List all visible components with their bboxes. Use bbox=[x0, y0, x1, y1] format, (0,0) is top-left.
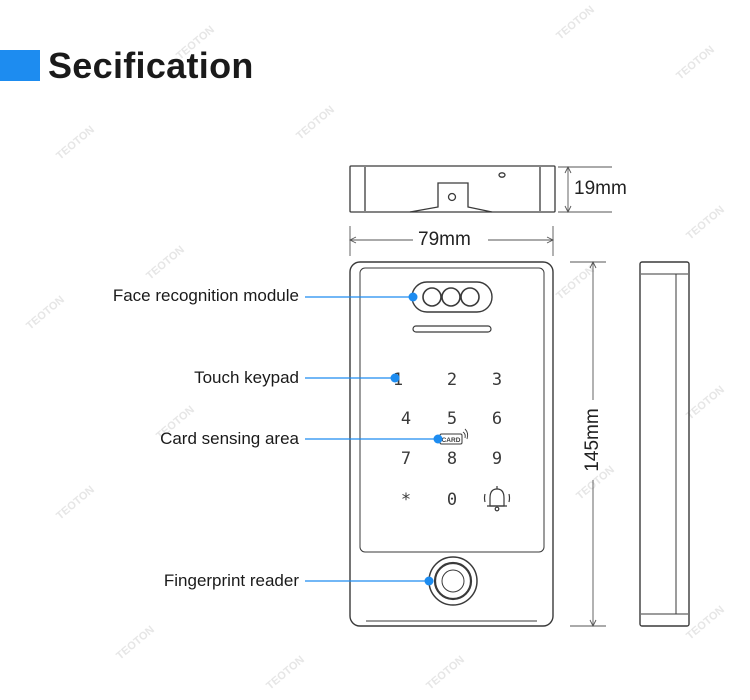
face-recognition-module bbox=[411, 281, 493, 333]
card-sensing-badge: CARD bbox=[439, 428, 469, 445]
page-title: Secification bbox=[48, 45, 254, 86]
device-front-view bbox=[349, 261, 554, 627]
watermark: TEOTON bbox=[684, 604, 727, 643]
height-dimension bbox=[570, 260, 606, 628]
watermark: TEOTON bbox=[554, 264, 597, 303]
watermark: TEOTON bbox=[54, 124, 97, 163]
label-fingerprint-reader: Fingerprint reader bbox=[163, 571, 299, 590]
dimension-depth-label: 19mm bbox=[574, 178, 627, 199]
touch-keypad: 1 2 3 4 5 6 7 8 9 * 0 CARD bbox=[393, 370, 511, 512]
watermark: TEOTON bbox=[144, 244, 187, 283]
watermark: TEOTON bbox=[684, 384, 727, 423]
key-4: 4 bbox=[401, 409, 411, 429]
label-touch-keypad: Touch keypad bbox=[194, 368, 299, 387]
dimension-width-label: 79mm bbox=[418, 229, 471, 250]
watermark: TEOTON bbox=[684, 204, 727, 243]
callout-pointers bbox=[305, 292, 443, 586]
depth-dimension bbox=[558, 165, 612, 214]
watermark: TEOTON bbox=[174, 24, 217, 63]
watermarks: TEOTON TEOTON TEOTON TEOTON TEOTON TEOTO… bbox=[24, 4, 727, 693]
key-2: 2 bbox=[447, 370, 457, 390]
width-dimension bbox=[348, 226, 555, 256]
watermark: TEOTON bbox=[674, 44, 717, 83]
watermark: TEOTON bbox=[424, 654, 467, 693]
label-face-recognition-module: Face recognition module bbox=[112, 286, 299, 305]
title-accent-bar bbox=[0, 50, 40, 81]
key-3: 3 bbox=[492, 370, 502, 390]
watermark: TEOTON bbox=[554, 4, 597, 43]
card-badge-text: CARD bbox=[442, 437, 461, 444]
label-card-sensing-area: Card sensing area bbox=[160, 429, 299, 448]
key-0: 0 bbox=[447, 490, 457, 510]
watermark: TEOTON bbox=[294, 104, 337, 143]
key-star: * bbox=[401, 490, 411, 510]
key-9: 9 bbox=[492, 449, 502, 469]
dimension-height-label: 145mm bbox=[582, 408, 603, 472]
watermark: TEOTON bbox=[54, 484, 97, 523]
watermark: TEOTON bbox=[24, 294, 67, 333]
key-7: 7 bbox=[401, 449, 411, 469]
bell-icon bbox=[483, 486, 511, 512]
watermark: TEOTON bbox=[264, 654, 307, 693]
device-side-view bbox=[639, 261, 690, 627]
watermark: TEOTON bbox=[114, 624, 157, 663]
key-6: 6 bbox=[492, 409, 502, 429]
key-8: 8 bbox=[447, 449, 457, 469]
device-top-view bbox=[349, 165, 556, 213]
fingerprint-reader bbox=[428, 556, 478, 606]
key-5: 5 bbox=[447, 409, 457, 429]
